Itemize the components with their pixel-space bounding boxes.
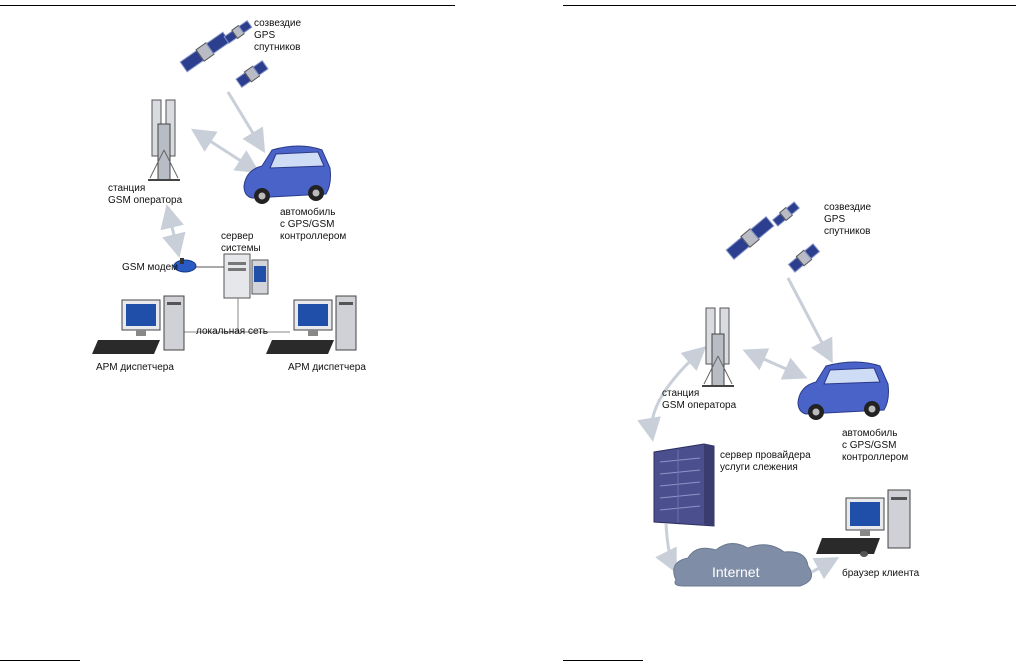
satellites-label: созвездие GPS спутников <box>254 18 302 53</box>
gsm-tower-icon <box>702 307 734 387</box>
satellite-icon <box>179 31 231 73</box>
gsm-modem-icon <box>173 258 197 273</box>
workstation-icon <box>816 489 911 557</box>
satellite-to-car-arrow <box>226 91 266 154</box>
server-internet-arrow <box>655 523 677 574</box>
workstation-icon <box>266 295 357 354</box>
satellite-icon <box>787 243 821 273</box>
dispatcher-left-label: АРМ диспетчера <box>96 362 174 373</box>
server-rack-icon <box>653 443 715 527</box>
gps-gsm-provider-diagram <box>637 201 911 587</box>
car-icon <box>797 361 889 420</box>
satellite-icon <box>725 215 775 261</box>
station-car-arrow <box>190 128 261 174</box>
internet-label: Internet <box>712 564 760 580</box>
car-label: автомобиль с GPS/GSM контроллером <box>280 207 347 242</box>
station-car-arrow <box>742 348 808 380</box>
internet-browser-arrow <box>811 557 840 580</box>
gps-gsm-dispatch-diagram <box>92 19 357 354</box>
top-rule <box>563 5 1016 6</box>
satellite-icon <box>223 19 253 45</box>
satellite-icon <box>235 60 269 88</box>
internet-cloud-icon <box>673 543 813 587</box>
modem-label: GSM модем <box>122 262 179 273</box>
right-page: созвездие GPS спутников станция GSM опер… <box>508 0 1016 666</box>
station-label: станция GSM оператора <box>108 183 183 206</box>
satellite-to-car-arrow <box>786 277 833 364</box>
car-icon <box>243 145 331 204</box>
station-label: станция GSM оператора <box>662 388 737 411</box>
server-icon <box>223 253 269 299</box>
left-page: созвездие GPS спутников станция GSM опер… <box>0 5 455 661</box>
car-label: автомобиль с GPS/GSM контроллером <box>842 428 909 463</box>
top-rule <box>0 5 455 6</box>
footnote-rule <box>0 660 80 661</box>
lan-label: локальная сеть <box>196 326 269 337</box>
footnote-rule <box>563 660 643 661</box>
satellites-label: созвездие GPS спутников <box>824 202 872 237</box>
satellite-icon <box>771 201 801 227</box>
gsm-tower-icon <box>148 99 180 181</box>
provider-server-label: сервер провайдера услуги слежения <box>720 450 811 473</box>
station-modem-arrow <box>160 204 186 258</box>
dispatcher-right-label: АРМ диспетчера <box>288 362 366 373</box>
station-server-arrow <box>637 346 707 442</box>
workstation-icon <box>92 295 185 354</box>
server-label: сервер системы <box>221 231 261 254</box>
client-browser-label: браузер клиента <box>842 568 920 579</box>
